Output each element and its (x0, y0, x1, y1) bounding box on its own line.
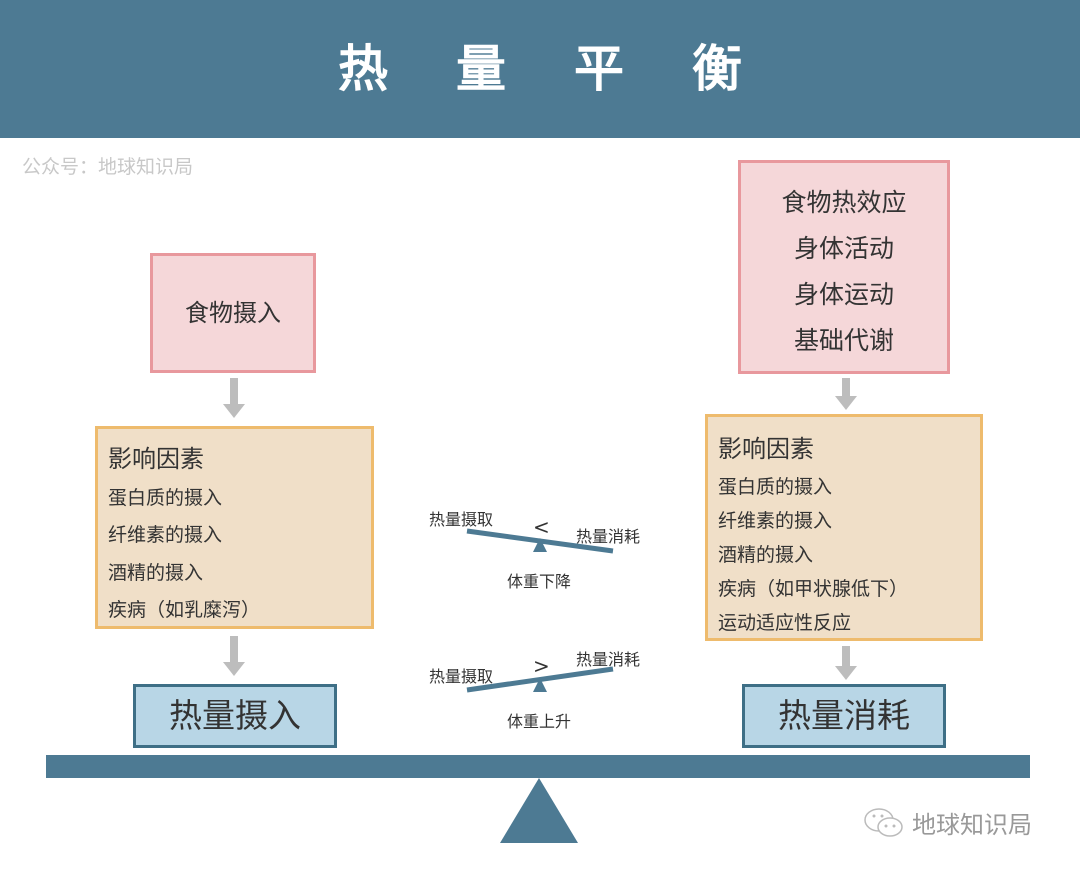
account-label: 公众号：地球知识局 (22, 156, 194, 178)
seesaw-left-label: 热量摄取 (429, 667, 494, 686)
source-item: 食物热效应 (781, 188, 907, 217)
factor-item: 纤维素的摄入 (108, 524, 223, 546)
seesaw-down-icon (466, 528, 614, 693)
seesaw-result-label: 体重下降 (507, 572, 572, 591)
seesaw-weight-loss: 热量摄取 < 热量消耗 体重下降 热量摄取 > 热量消耗 体重上升 (400, 490, 680, 740)
page-title: 热量平衡 (338, 40, 810, 98)
factor-item: 纤维素的摄入 (718, 510, 833, 532)
seesaw-result-label: 体重上升 (507, 712, 572, 731)
factors-title: 影响因素 (108, 445, 204, 473)
seesaw-left-label: 热量摄取 (429, 510, 494, 529)
factor-item: 运动适应性反应 (718, 612, 852, 634)
factors-title: 影响因素 (718, 435, 814, 463)
food-intake-box: 食物摄入 (150, 253, 316, 373)
wechat-icon (864, 807, 903, 837)
seesaw-right-label: 热量消耗 (576, 527, 641, 546)
balance-fulcrum (500, 778, 578, 843)
factor-item: 酒精的摄入 (718, 544, 814, 566)
factor-item: 蛋白质的摄入 (108, 487, 223, 509)
factor-item: 疾病（如乳糜泻） (108, 599, 261, 621)
intake-factors-box: 影响因素 蛋白质的摄入 纤维素的摄入 酒精的摄入 疾病（如乳糜泻） (95, 426, 374, 629)
expenditure-factors-box: 影响因素 蛋白质的摄入 纤维素的摄入 酒精的摄入 疾病（如甲状腺低下） 运动适应… (705, 414, 983, 641)
factor-item: 酒精的摄入 (108, 562, 204, 584)
comparison-operator: > (533, 654, 550, 678)
factor-item: 疾病（如甲状腺低下） (718, 578, 909, 600)
seesaw-right-label: 热量消耗 (576, 650, 641, 669)
source-item: 身体运动 (793, 280, 894, 309)
source-item: 身体活动 (793, 234, 894, 263)
source-item: 基础代谢 (793, 326, 894, 355)
comparison-operator: < (533, 515, 550, 539)
calorie-intake-box: 热量摄入 (133, 684, 337, 748)
header-bar (0, 0, 1080, 138)
factor-item: 蛋白质的摄入 (718, 476, 833, 498)
calorie-expenditure-box: 热量消耗 (742, 684, 946, 748)
wechat-watermark: 地球知识局 (862, 805, 1032, 840)
balance-beam (46, 755, 1030, 778)
expenditure-sources-box: 食物热效应 身体活动 身体运动 基础代谢 (738, 160, 950, 374)
watermark-text: 地球知识局 (912, 811, 1032, 839)
